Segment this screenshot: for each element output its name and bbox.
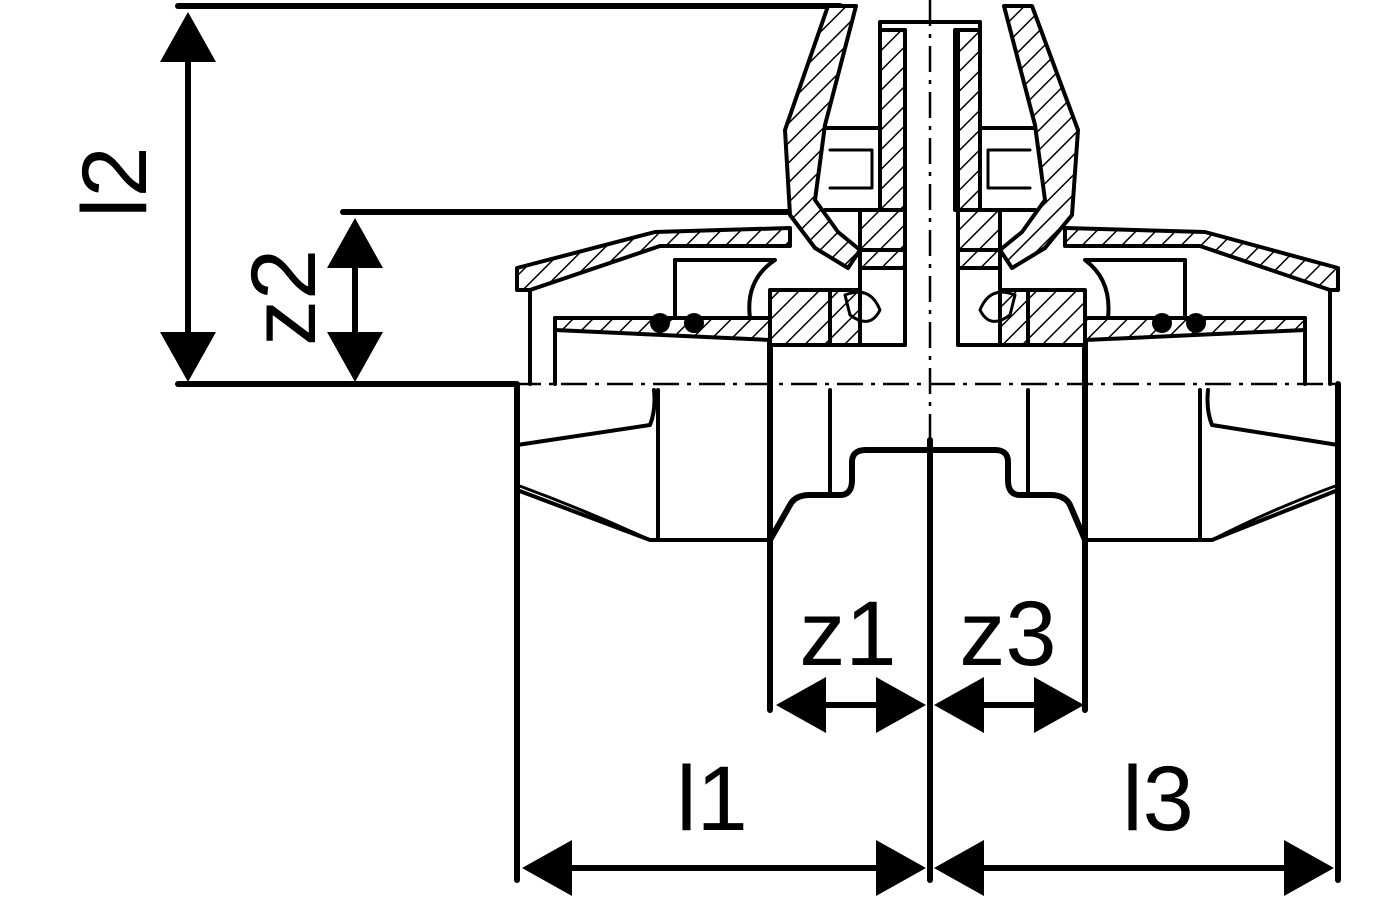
fitting-body-upper <box>515 226 1340 386</box>
dimension-label-z1: z1 <box>799 583 896 685</box>
extension-lines-left <box>175 3 843 387</box>
dimension-z3 <box>934 677 1084 733</box>
dimension-label-z3: z3 <box>959 583 1056 685</box>
dimension-l3 <box>934 840 1334 896</box>
extension-lines-bottom <box>514 327 1341 883</box>
dimension-l2 <box>160 12 216 382</box>
dimension-label-z2: z2 <box>233 249 335 346</box>
dimension-z2 <box>327 218 383 382</box>
dimension-label-l1: l1 <box>676 748 748 850</box>
dimension-label-l3: l3 <box>1122 748 1194 850</box>
dimension-l1 <box>522 840 926 896</box>
branch-socket <box>783 4 1080 347</box>
fitting-body-lower <box>515 388 1340 543</box>
dimension-label-l2: l2 <box>64 146 166 218</box>
dimension-z1 <box>776 677 926 733</box>
centerlines <box>515 0 1340 440</box>
